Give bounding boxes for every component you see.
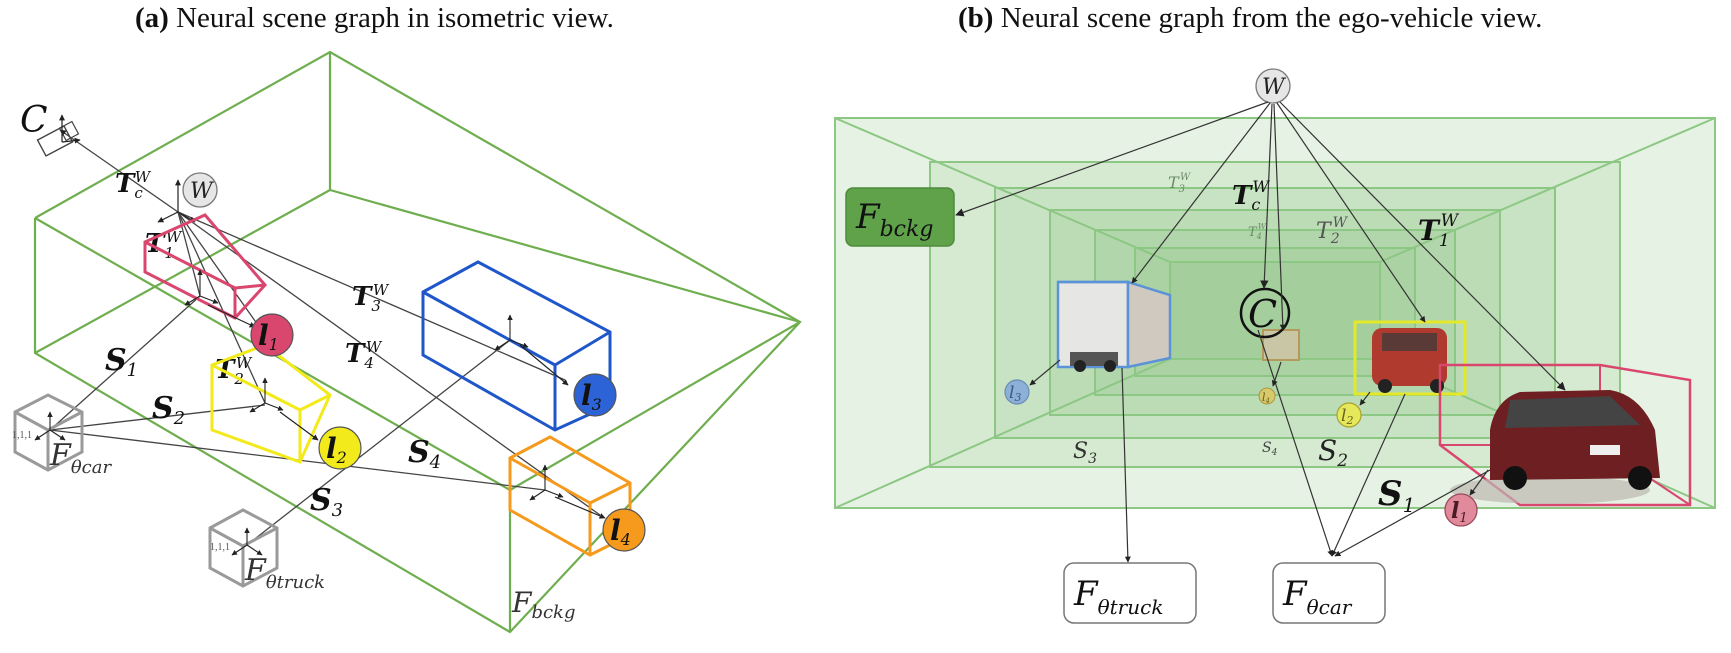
panel-b-diagram: Fbckg [834,68,1716,624]
f-bckg-label-a: Fbckg [511,586,575,623]
t3-label-a: T3W [352,281,390,315]
world-node-a [182,172,218,208]
edges-a [49,129,601,546]
l4-label-a: l4 [610,514,631,549]
s4-label-a: S4 [408,435,441,473]
tc-label-b: TcW [1232,177,1270,214]
background-tunnel-b [834,117,1716,509]
s3-label-b: S3 [1073,439,1097,467]
f-truck-label-a: Fθtruck [244,553,325,593]
world-node-b [1255,68,1291,104]
s2-label-a: S2 [152,391,185,429]
panel-b-title-text: Neural scene graph from the ego-vehicle … [1000,2,1543,34]
object-frames-a [184,269,564,501]
latent-nodes-b: l3 l4 l2 l1 [1004,379,1478,527]
world-label-b: W [1262,75,1287,100]
cube-car-a [13,393,84,472]
latent-nodes-a: l1 l2 l3 l4 [207,304,646,552]
camera-label-a: C [20,100,48,141]
l2-label-b: l2 [1341,406,1353,427]
s1-label-b: S1 [1378,474,1415,517]
edges-b [955,101,1566,563]
l1-label-a: l1 [258,319,279,354]
f-bckg-label-b: Fbckg [855,197,933,242]
camera-node-a [36,114,81,157]
panel-a-diagram: C W TcW T1W T2W T3W T4W S1 S2 S3 S4 [12,50,802,634]
object-box-1-a [143,213,268,320]
car-2-object-b [1353,320,1467,396]
f-car-box-b [1272,562,1386,624]
scale-labels-a: S1 S2 S3 S4 [105,343,441,521]
f-car-label-b: Fθcar [1282,574,1353,619]
transform-labels-b: T3W TcW T4W T2W T1W [1168,172,1460,251]
s3-label-a: S3 [310,483,343,521]
cube-truck-a [208,508,279,588]
car-1-object-b [1438,363,1692,507]
t1-label-b: T1W [1418,211,1460,251]
panel-a-title-text: Neural scene graph in isometric view. [176,2,614,34]
camera-node-b [1239,287,1291,339]
f-truck-box-b [1063,562,1197,624]
s4-label-b: S4 [1262,440,1278,458]
tc-label-a: TcW [115,168,152,202]
t4-label-b: T4W [1248,222,1267,241]
l3-label-b: l3 [1009,383,1021,404]
cube-car-dims-a: 1,1,1 [12,430,32,441]
t3-label-b: T3W [1168,172,1191,195]
panel-a-label: (a) [135,2,169,34]
t4-label-a: T4W [345,338,383,372]
panel-b-title: (b) Neural scene graph from the ego-vehi… [958,2,1542,35]
s1-label-a: S1 [105,343,138,381]
truck-object-b [1056,280,1172,372]
l3-label-a: l3 [581,379,602,414]
panel-b-label: (b) [958,2,994,34]
f-bckg-box-b [845,187,955,247]
scene-box-a [33,50,802,634]
panel-a-title: (a) Neural scene graph in isometric view… [135,2,614,35]
f-car-label-a: Fθcar [49,438,112,478]
scale-labels-b: S3 S4 S2 S1 [1073,434,1415,517]
f-truck-label-b: Fθtruck [1073,574,1163,619]
cube-truck-dims-a: 1,1,1 [210,542,230,553]
world-label-a: W [190,179,215,204]
camera-label-b: C [1248,292,1277,336]
l4-label-b: l4 [1262,391,1270,405]
object-4-b [1262,329,1300,361]
l2-label-a: l2 [326,432,347,467]
t2-label-b: T2W [1316,215,1349,247]
s2-label-b: S2 [1318,434,1348,471]
l1-label-b: l1 [1451,498,1468,526]
